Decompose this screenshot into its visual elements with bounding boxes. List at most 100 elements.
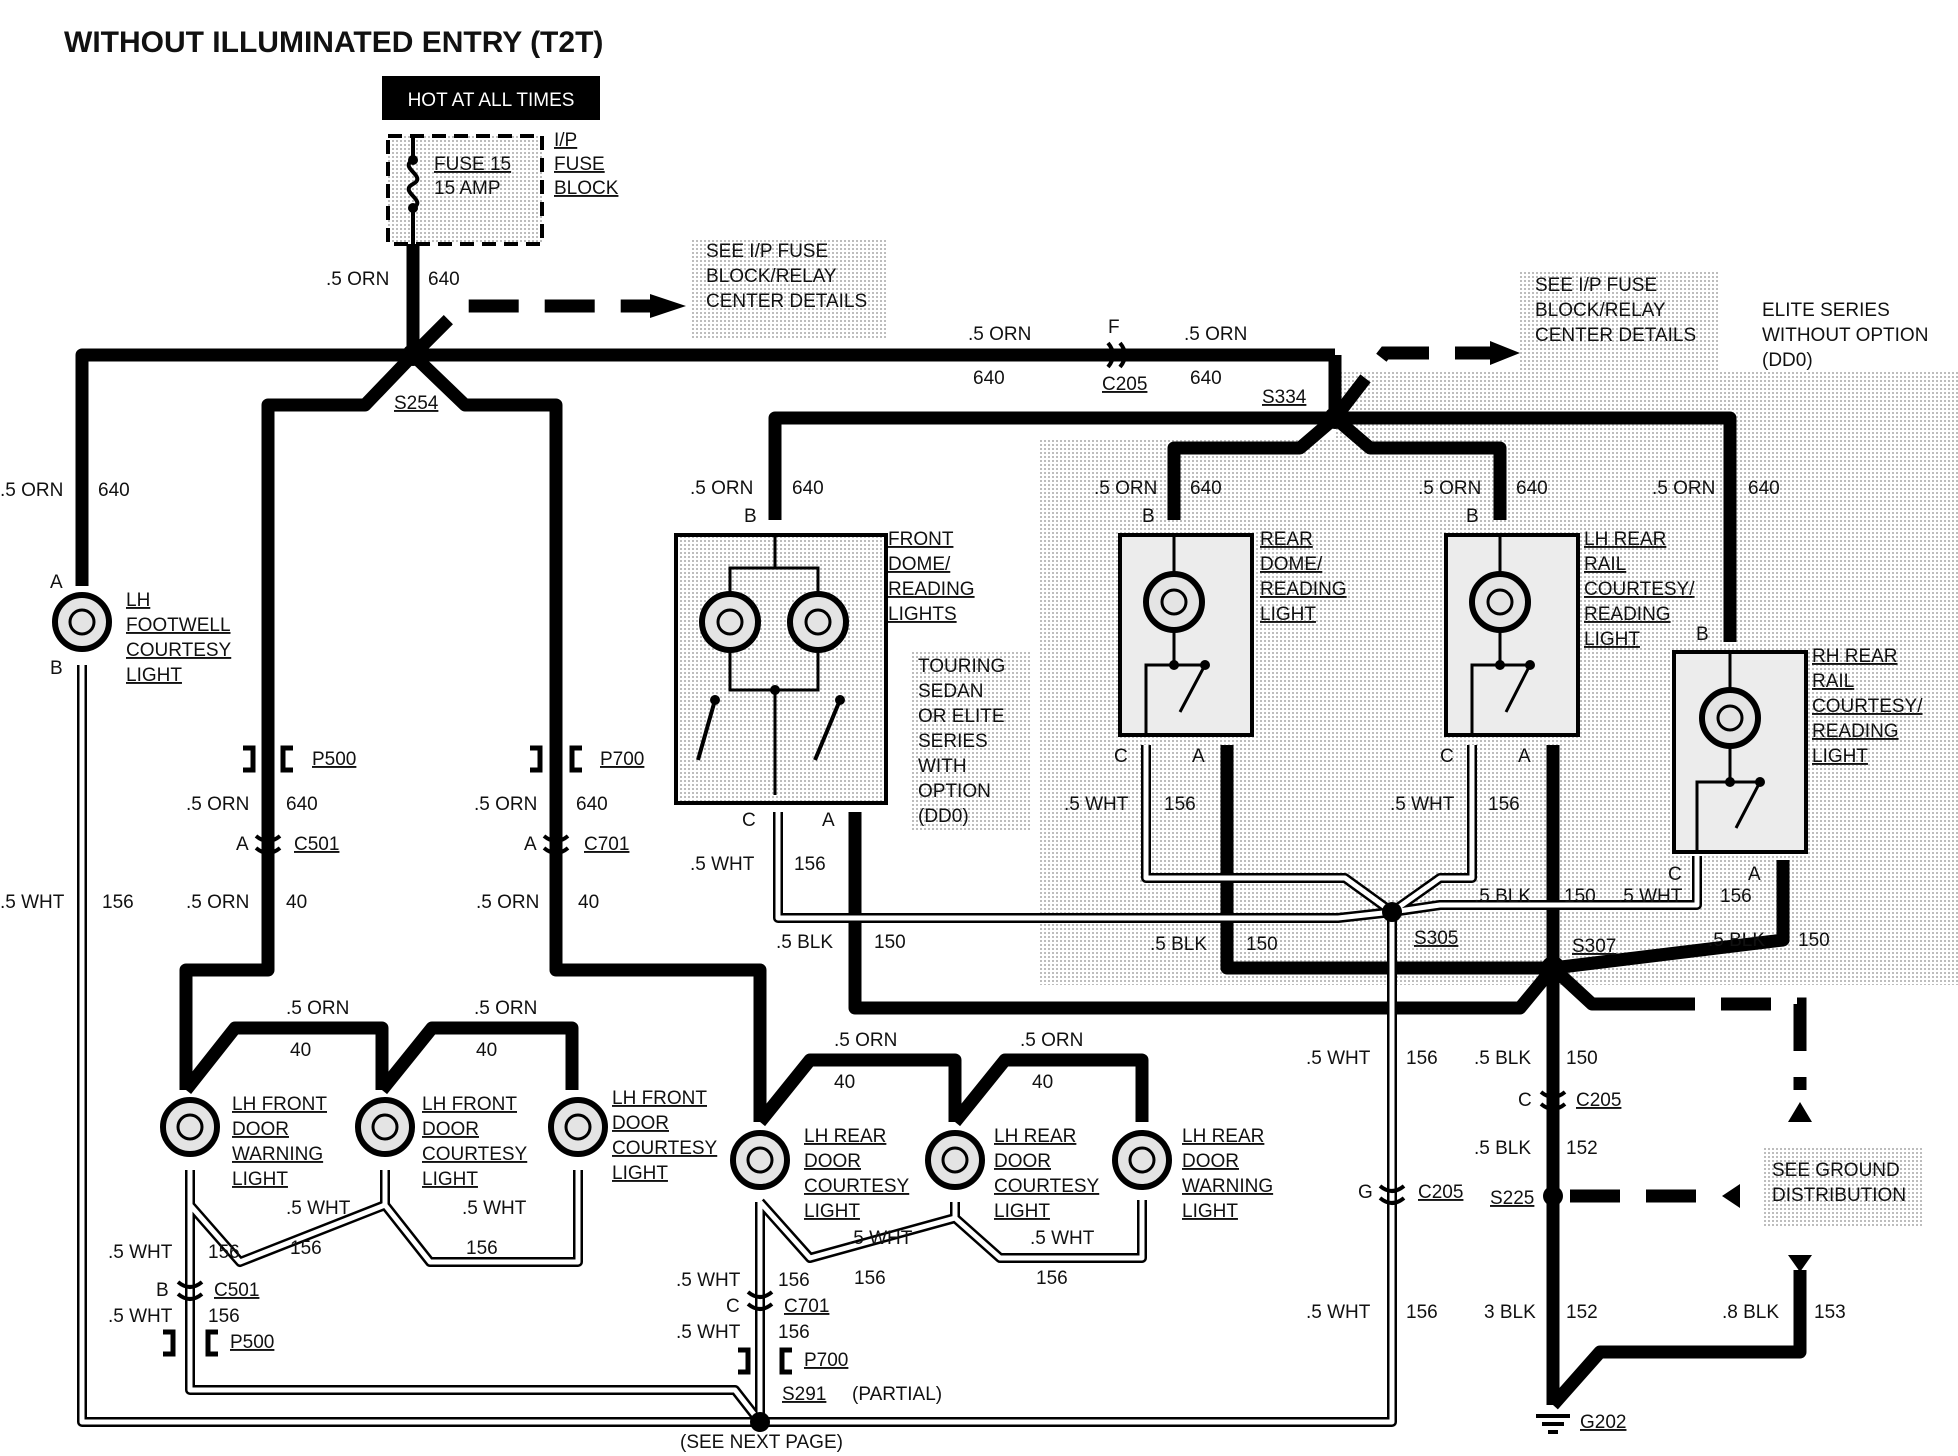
wire-label-orn-1: .5 ORN (326, 269, 389, 290)
lh-footwell-label-1: LH (126, 590, 150, 611)
wire-label-wht-footwell: .5 WHT (0, 892, 65, 913)
connector-c205-g (1378, 1184, 1406, 1205)
note-touring-line1: TOURING (918, 656, 1005, 677)
lh-footwell-label-4: LIGHT (126, 665, 182, 686)
wire-label-blk-s225: .5 BLK (1474, 1138, 1531, 1159)
pin-rh-rail-b: B (1696, 624, 1709, 645)
note-touring-line4: SERIES (918, 731, 988, 752)
pin-front-dome-b: B (744, 506, 757, 527)
fuse-label-2: 15 AMP (434, 178, 501, 199)
note-ip-1-line1: SEE I/P FUSE (706, 241, 828, 262)
pin-c501-a: A (236, 834, 249, 855)
splice-s305 (1382, 902, 1402, 922)
connector-c205-c (1539, 1090, 1567, 1111)
lh-front-courtesy1-label-4: LIGHT (422, 1169, 478, 1190)
pass-through-p700-bottom (738, 1347, 792, 1375)
pin-lh-rail-c: C (1440, 746, 1454, 767)
label-c205-c: C205 (1576, 1090, 1621, 1111)
wire-label-156-c501-2: 156 (208, 1306, 240, 1327)
wire-label-640-p700: 640 (576, 794, 608, 815)
front-dome-light-box (674, 533, 888, 805)
lh-footwell-label-2: FOOTWELL (126, 615, 231, 636)
wire-label-wht-front-2: .5 WHT (462, 1198, 527, 1219)
label-c501-top: C501 (294, 834, 339, 855)
wire-label-40-rear-2: 40 (1032, 1072, 1053, 1093)
pin-lh-rail-a: A (1518, 746, 1531, 767)
wire-label-orn-2: .5 ORN (968, 324, 1031, 345)
rear-dome-label-2: DOME/ (1260, 554, 1323, 575)
fuse-block-label-1: I/P (554, 130, 577, 151)
lh-front-courtesy1-label-3: COURTESY (422, 1144, 528, 1165)
label-c205-g: C205 (1418, 1182, 1463, 1203)
lh-rear-courtesy1-label-4: LIGHT (804, 1201, 860, 1222)
wire-label-wht-s305-2: .5 WHT (1306, 1302, 1371, 1323)
wire-label-156-front-1: 156 (290, 1238, 322, 1259)
lh-rear-rail-light-box (1444, 533, 1580, 737)
wire-label-40-rear-1: 40 (834, 1072, 855, 1093)
lh-front-courtesy2-label-1: LH FRONT (612, 1088, 707, 1109)
wire-label-blk-lh-rail: .5 BLK (1474, 886, 1531, 907)
wire-label-wht-rear-dome: .5 WHT (1064, 794, 1129, 815)
pass-through-p500-top (243, 745, 293, 773)
rh-rear-rail-label-4: READING (1812, 721, 1899, 742)
pass-through-p500-bottom (163, 1329, 218, 1357)
ip-note-shade-2 (1518, 272, 1718, 372)
wire-label-wht-rear-2: .5 WHT (1030, 1228, 1095, 1249)
connector-c501-b (176, 1280, 204, 1301)
touring-note-shade (910, 650, 1030, 830)
ground-note-shade (1762, 1148, 1922, 1228)
lh-front-warning-label-1: LH FRONT (232, 1094, 327, 1115)
note-touring-line5: WITH (918, 756, 967, 777)
fuse-label-1: FUSE 15 (434, 154, 511, 175)
front-dome-label-4: LIGHTS (888, 604, 957, 625)
wire-label-40-c701: 40 (578, 892, 599, 913)
lh-rear-warning-label-2: DOOR (1182, 1151, 1239, 1172)
connector-c701-a (542, 834, 570, 855)
note-touring-line7: (DD0) (918, 806, 969, 827)
connector-c701-c (746, 1290, 774, 1311)
lh-rear-rail-label-2: RAIL (1584, 554, 1626, 575)
wire-label-3blk: 3 BLK (1484, 1302, 1536, 1323)
splice-s254 (402, 344, 424, 366)
pin-rear-dome-b: B (1142, 506, 1155, 527)
splice-s334 (1324, 407, 1346, 429)
lh-rear-courtesy2-label-1: LH REAR (994, 1126, 1076, 1147)
wire-label-156-rear-dome: 156 (1164, 794, 1196, 815)
rh-rear-rail-label-2: RAIL (1812, 671, 1854, 692)
pin-footwell-b: B (50, 658, 63, 679)
wire-label-640-1: 640 (428, 269, 460, 290)
pin-c701-a: A (524, 834, 537, 855)
wire-label-orn-rear-dome: .5 ORN (1094, 478, 1157, 499)
wire-label-150-lh-rail: 150 (1564, 886, 1596, 907)
wire-label-156-c501-1: 156 (208, 1242, 240, 1263)
wire-label-orn-front-dome: .5 ORN (690, 478, 753, 499)
note-touring-line2: SEDAN (918, 681, 983, 702)
arrow-up-ground (1788, 1102, 1812, 1122)
wire-label-156-rh-rail: 156 (1720, 886, 1752, 907)
label-s291: S291 (782, 1384, 826, 1405)
ground-dashed (1570, 997, 1807, 1203)
lh-front-warning-label-3: WARNING (232, 1144, 323, 1165)
lh-front-warning-label-2: DOOR (232, 1119, 289, 1140)
wire-label-blk-s307: .5 BLK (1474, 1048, 1531, 1069)
pin-rear-dome-a: A (1192, 746, 1205, 767)
arrow-to-ip-fuse-2 (1490, 341, 1520, 365)
wire-label-40-c501: 40 (286, 892, 307, 913)
wire-label-640-rh-rail: 640 (1748, 478, 1780, 499)
wire-label-156-c701-1: 156 (778, 1270, 810, 1291)
arrow-left-ground (1722, 1184, 1740, 1208)
pass-through-p700-top (530, 745, 582, 773)
note-touring-line3: OR ELITE (918, 706, 1005, 727)
wire-label-wht-c501-2: .5 WHT (108, 1306, 173, 1327)
ground-wires (848, 745, 1807, 1410)
lh-front-courtesy2-label-3: COURTESY (612, 1138, 718, 1159)
wire-label-8blk: .8 BLK (1722, 1302, 1779, 1323)
note-ground-line2: DISTRIBUTION (1772, 1185, 1906, 1206)
note-elite-line1: ELITE SERIES (1762, 300, 1890, 321)
rear-dome-label-4: LIGHT (1260, 604, 1316, 625)
wire-label-156-s305-2: 156 (1406, 1302, 1438, 1323)
wire-label-wht-rh-rail: .5 WHT (1618, 886, 1683, 907)
pin-lh-rail-b: B (1466, 506, 1479, 527)
connector-c205-f (1106, 341, 1127, 369)
